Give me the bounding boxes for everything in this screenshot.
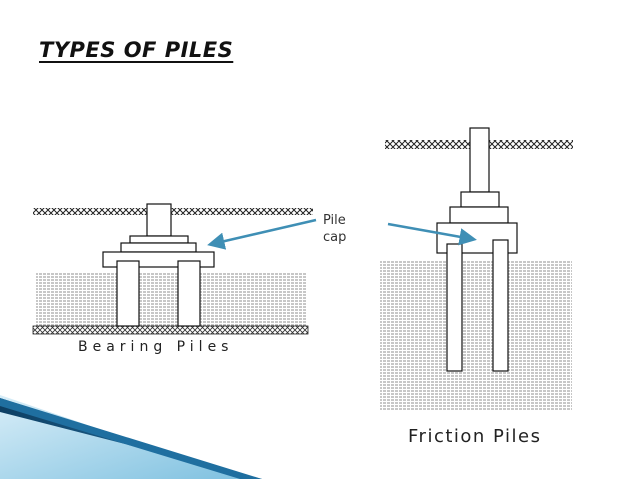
- bearing-pile-right: [177, 260, 201, 327]
- bearing-rock-layer: [32, 325, 309, 335]
- slide-title: TYPES OF PILES: [39, 38, 234, 62]
- bearing-ground-surface: [33, 208, 313, 215]
- friction-pile-diagram: [380, 127, 573, 410]
- pile-cap-arrows: [207, 218, 477, 250]
- friction-pile-left: [446, 243, 463, 372]
- bearing-step-1: [129, 235, 189, 244]
- bearing-soil-layer: [36, 273, 306, 326]
- arrow-to-friction-cap: [387, 222, 477, 246]
- bearing-step-2: [120, 242, 197, 253]
- bearing-piles-label: Bearing Piles: [78, 339, 234, 355]
- friction-step-1: [460, 191, 500, 208]
- corner-decoration: [0, 395, 262, 479]
- bearing-pile-diagram: [32, 203, 313, 335]
- friction-step-2: [449, 206, 509, 224]
- arrow-to-bearing-cap: [207, 218, 317, 250]
- pile-cap-annotation: Pile cap: [323, 212, 346, 246]
- bearing-pile-left: [116, 260, 140, 327]
- pile-cap-line2: cap: [323, 230, 347, 245]
- friction-piles-label: Friction Piles: [408, 426, 542, 447]
- friction-soil-layer: [380, 260, 572, 410]
- friction-pile-right: [492, 239, 509, 372]
- friction-column: [469, 127, 490, 193]
- pile-cap-line1: Pile: [323, 213, 346, 228]
- bearing-column: [146, 203, 172, 237]
